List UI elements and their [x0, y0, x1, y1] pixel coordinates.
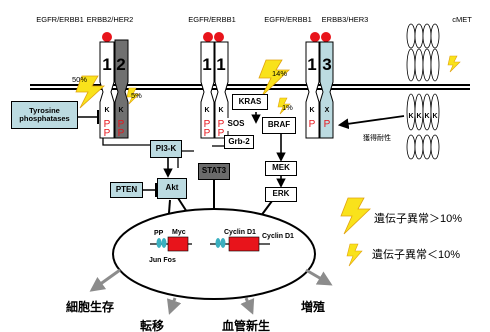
receptor-label-egfr-3: EGFR/ERBB1	[264, 15, 312, 24]
stat3-box: STAT3	[198, 163, 230, 180]
erk-box: ERK	[265, 187, 297, 202]
kinase-k-1: K	[104, 107, 109, 114]
phospho-p-9: P	[309, 119, 316, 130]
mek-box: MEK	[265, 161, 297, 176]
cmet-k-1: K	[408, 113, 413, 120]
receptor-number-6: 3	[322, 55, 331, 74]
mutation-pct-her2: 5%	[131, 91, 142, 100]
receptor-label-egfr-2: EGFR/ERBB1	[188, 15, 236, 24]
receptor-number-5: 1	[307, 55, 316, 74]
jun-fos-label: Jun Fos	[149, 257, 176, 264]
kinase-k-5: K	[309, 107, 314, 114]
bolt-icon-cmet-small	[448, 56, 460, 72]
acquired-resistance-label: 獲得耐性	[363, 133, 391, 142]
acquired-resistance-arrow	[340, 116, 404, 125]
mutation-pct-braf: 1%	[282, 103, 293, 112]
mutation-pct-egfr: 50%	[72, 75, 87, 84]
phospho-p-7: P	[204, 128, 211, 139]
outcome-survival: 細胞生存	[66, 299, 114, 314]
cyclin-d1-label: Cyclin D1	[224, 229, 256, 236]
legend-bolt-large-icon	[341, 198, 370, 234]
receptor-number-3: 1	[202, 55, 211, 74]
bolt-icon-kras-large	[259, 60, 289, 96]
receptor-number-1: 1	[102, 55, 111, 74]
receptor-label-egfr-1: EGFR/ERBB1	[36, 15, 84, 24]
arrow-survival	[92, 270, 120, 290]
phospho-p-10: P	[324, 119, 331, 130]
kinase-k-4: K	[218, 107, 223, 114]
pp-label: PP	[154, 230, 164, 237]
cmet-k-2: K	[416, 113, 421, 120]
cmet-k-3: K	[424, 113, 429, 120]
phospho-p-3: P	[104, 128, 111, 139]
cmet-k-4: K	[432, 113, 437, 120]
mutation-pct-kras: 14%	[272, 69, 287, 78]
phospho-p-4: P	[118, 128, 125, 139]
myc-label: Myc	[172, 229, 186, 236]
sos-box: SOS	[226, 118, 246, 131]
grb2-box: Grb-2	[224, 135, 254, 149]
kras-box: KRAS	[232, 94, 268, 110]
her3-x-label: X	[325, 107, 330, 114]
legend-bolt-small-icon	[347, 244, 362, 266]
outcome-angiogenesis: 血管新生	[222, 318, 270, 332]
legend-low: 遺伝子異常＜10%	[372, 247, 460, 261]
akt-box: Akt	[157, 178, 187, 199]
arrow-angiogenesis	[246, 298, 252, 312]
arrow-proliferation	[306, 270, 330, 284]
outcome-metastasis: 転移	[140, 318, 164, 332]
braf-box: BRAF	[262, 117, 296, 134]
outcome-proliferation: 増殖	[301, 299, 325, 314]
arrow-metastasis	[170, 298, 175, 312]
receptor-number-4: 1	[216, 55, 225, 74]
kinase-k-3: K	[204, 107, 209, 114]
pten-box: PTEN	[110, 182, 143, 198]
legend-high: 遺伝子異常＞10%	[374, 211, 462, 225]
tyrosine-phosphatases-box: Tyrosine phosphatases	[11, 101, 78, 129]
receptor-number-2: 2	[116, 55, 125, 74]
cyclin-d1-right-label: Cyclin D1	[262, 233, 294, 240]
receptor-label-cmet: cMET	[452, 15, 472, 24]
receptor-label-her3: ERBB3/HER3	[322, 15, 369, 24]
pi3k-box: PI3-K	[150, 140, 182, 158]
kinase-k-2: K	[118, 107, 123, 114]
nucleus	[113, 209, 315, 299]
receptor-label-her2: ERBB2/HER2	[87, 15, 134, 24]
receptor-cmet	[407, 24, 439, 159]
